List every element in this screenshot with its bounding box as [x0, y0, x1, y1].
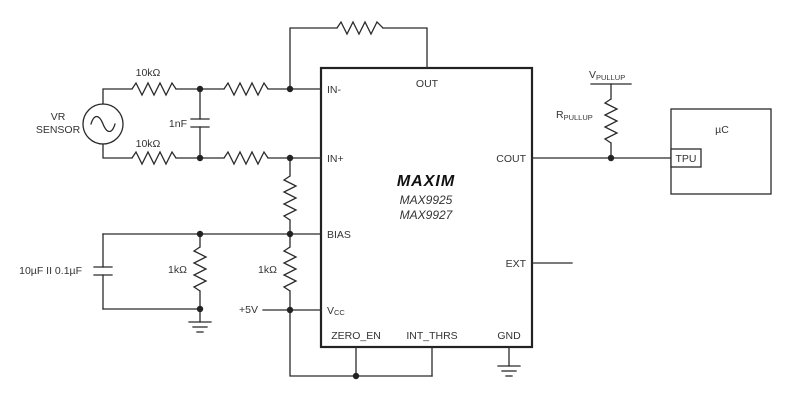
- input-resistor-top: [131, 81, 177, 97]
- bias-gnd-resistor: [192, 246, 208, 292]
- rpullup-main: R: [556, 109, 564, 121]
- pin-vcc: VCC: [327, 305, 345, 317]
- feedback-wire: [289, 27, 428, 90]
- input-resistor-bottom: [131, 150, 177, 166]
- ground-icon: [497, 365, 521, 377]
- label-r-bias-vcc: 1kΩ: [258, 264, 277, 276]
- vpullup-sub: PULLUP: [596, 73, 625, 82]
- feedback-resistor: [336, 20, 384, 36]
- pin-in-plus: IN+: [327, 153, 344, 165]
- label-microcontroller: µC: [715, 124, 729, 136]
- label-tpu: TPU: [676, 153, 697, 165]
- rpullup-sub: PULLUP: [564, 113, 593, 122]
- pin-vcc-main: V: [327, 305, 334, 317]
- pin-out: OUT: [416, 78, 439, 90]
- label-r-bottom: 10kΩ: [136, 138, 161, 150]
- vcc-to-config-wire: [289, 309, 433, 377]
- label-supply: +5V: [239, 304, 258, 316]
- series-resistor-bottom: [223, 150, 269, 166]
- part-number-1: MAX9925: [400, 193, 453, 207]
- pin-ext: EXT: [506, 258, 527, 270]
- sine-wave-icon: [90, 115, 116, 133]
- pin-in-minus: IN-: [327, 84, 342, 96]
- sensor-bottom-lead: [102, 143, 133, 159]
- label-rpullup: RPULLUP: [556, 109, 593, 122]
- input-capacitor: [190, 88, 210, 159]
- ic-body: [319, 66, 534, 349]
- pin-int-thrs: INT_THRS: [406, 330, 457, 342]
- label-r-top: 10kΩ: [136, 67, 161, 79]
- label-vpullup: VPULLUP: [589, 69, 625, 82]
- bias-vcc-resistor: [282, 246, 298, 292]
- pin-bias: BIAS: [327, 229, 351, 241]
- junction-dots: [196, 85, 615, 380]
- maxim-logo: MAXIM: [397, 173, 455, 190]
- sensor-top-lead: [102, 88, 133, 105]
- label-cap-bias: 10µF II 0.1µF: [19, 265, 82, 277]
- bias-feed-resistor: [282, 175, 298, 221]
- label-r-bias-gnd: 1kΩ: [168, 264, 187, 276]
- pin-cout: COUT: [496, 153, 526, 165]
- pullup-resistor: [603, 98, 619, 144]
- vpullup-main: V: [589, 69, 596, 81]
- pin-gnd: GND: [497, 330, 521, 342]
- series-resistor-top: [223, 81, 269, 97]
- sensor-label-line2: SENSOR: [36, 124, 81, 136]
- sensor-label-line1: VR: [51, 111, 66, 123]
- label-cap-input: 1nF: [169, 118, 187, 130]
- bias-capacitor: [93, 233, 201, 310]
- pin-vcc-sub: CC: [334, 308, 345, 317]
- tpu-pin-box: [670, 148, 702, 168]
- ground-icon: [188, 321, 212, 333]
- pin-zero-en: ZERO_EN: [331, 330, 381, 342]
- part-number-2: MAX9927: [400, 208, 454, 222]
